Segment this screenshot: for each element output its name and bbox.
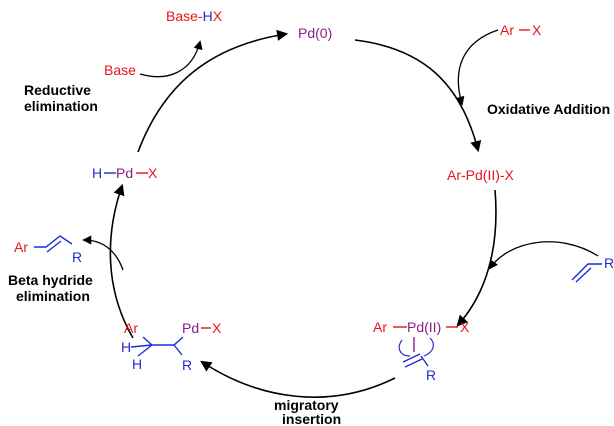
alkene-r: R	[604, 255, 614, 271]
arc-arpdx-to-complex	[456, 189, 497, 327]
alkyl-h2-bond	[137, 344, 153, 357]
alkyl-backbone	[142, 336, 184, 346]
complex-r: R	[426, 367, 436, 383]
complex-alkene-r-bond	[420, 355, 429, 367]
base-hx-h: H	[203, 8, 213, 24]
complex-alkene-1	[402, 353, 421, 363]
arc-pd0-to-oxidative	[354, 39, 482, 153]
alkyl-ar: Ar	[124, 320, 138, 336]
arc-complex-to-alkyl	[200, 360, 396, 398]
reductive-line-1: Reductive	[24, 82, 91, 98]
base-label: Base	[104, 62, 136, 78]
alkyl-r: R	[182, 357, 192, 373]
alkyl-h-bond	[130, 344, 153, 348]
reductive-line-2: elimination	[24, 98, 98, 114]
complex-pd: Pd(II)	[407, 319, 441, 335]
migratory-line-2: insertion	[282, 411, 341, 426]
arx-x: X	[532, 22, 542, 38]
ar-pd-x-label: Ar-Pd(II)-X	[447, 167, 515, 183]
alkyl-h2: H	[132, 356, 142, 372]
beta-line-2: elimination	[16, 288, 90, 304]
base-hx: Base-HX	[166, 8, 223, 24]
migratory-line-1: migratory	[274, 397, 339, 413]
arrow-product-out	[82, 235, 124, 271]
complex-x: X	[460, 319, 470, 335]
arx-ar: Ar	[500, 22, 514, 38]
base-hx-base: Base-	[166, 8, 203, 24]
product-chain	[34, 235, 73, 248]
hpdx-x: X	[148, 165, 158, 181]
oxidative-addition-label: Oxidative Addition	[487, 101, 610, 117]
complex-ar: Ar	[373, 319, 387, 335]
alkyl-pd: Pd	[182, 320, 199, 336]
alkyl-x: X	[212, 320, 222, 336]
pd0-label: Pd(0)	[298, 25, 332, 41]
hpdx-pd: Pd	[116, 165, 133, 181]
product-r: R	[72, 249, 82, 265]
complex-curly-arrow-2	[423, 337, 434, 357]
arrow-arx-in	[455, 29, 499, 106]
base-hx-x: X	[213, 8, 223, 24]
arc-hpdx-to-pd0	[137, 29, 289, 153]
product-ar: Ar	[14, 239, 28, 255]
alkyl-r-bond	[173, 344, 183, 356]
arrow-base-in	[139, 40, 203, 78]
arrow-alkene-in	[488, 241, 599, 270]
alkyl-h1: H	[121, 339, 131, 355]
hpdx-h: H	[92, 165, 102, 181]
complex-alkene-2	[404, 358, 423, 368]
arc-alkyl-to-hpdx	[109, 183, 134, 339]
alkene-double-bond	[575, 267, 592, 283]
complex-curly-arrow-1	[398, 339, 411, 357]
alkene-structure	[571, 263, 602, 281]
product-double-bond	[46, 240, 62, 253]
beta-line-1: Beta hydride	[8, 272, 93, 288]
